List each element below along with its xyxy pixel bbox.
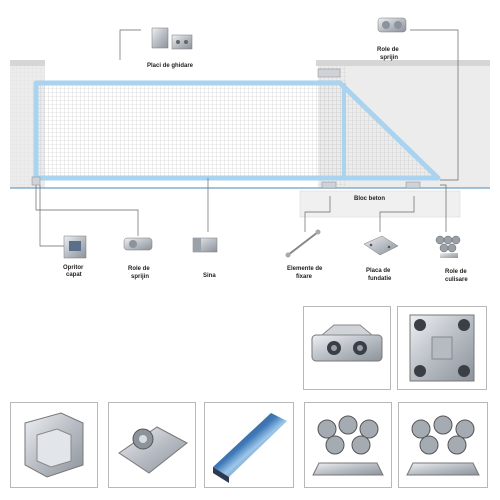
thumb-roller-plate (397, 306, 487, 390)
label-end-stop-line2: capat (66, 272, 82, 278)
callout-lines (35, 29, 459, 247)
label-support-rollers-top-line1: Role de (377, 47, 399, 53)
label-fixing-elements-line2: fixare (296, 274, 313, 280)
thumb-support-roller (108, 402, 196, 488)
gate-panel (33, 80, 441, 181)
thumb-sliding-rollers-2 (398, 402, 488, 488)
label-end-stop-line1: Opritor (63, 265, 84, 271)
label-sliding-rollers-line1: Role de (445, 269, 467, 275)
label-foundation-plate-line2: fundatie (368, 276, 392, 282)
label-support-rollers-top-line2: sprijin (380, 55, 398, 61)
thumb-end-stop (10, 402, 98, 488)
rail-icon (192, 237, 218, 253)
fixing-elements-icon (285, 229, 321, 258)
support-rollers-icon (123, 237, 153, 251)
thumb-rail (204, 402, 294, 488)
label-fixing-elements-line1: Elemente de (287, 266, 323, 272)
label-sliding-rollers-line2: culisare (445, 277, 468, 283)
thumb-sliding-rollers-1 (304, 402, 392, 488)
thumb-guide-roller-bracket (303, 306, 391, 390)
foundation-plate-icon (363, 235, 399, 256)
label-support-rollers-line2: sprijin (131, 274, 149, 280)
end-stop-icon (63, 235, 87, 259)
guide-plates-icon (151, 27, 193, 50)
label-support-rollers-line1: Role de (128, 266, 150, 272)
sliding-rollers-icon (435, 235, 461, 258)
support-rollers-top-icon (377, 17, 407, 33)
label-guide-plates: Placi de ghidare (147, 63, 194, 69)
label-foundation-plate-line1: Placa de (366, 268, 391, 274)
label-rail: Sina (203, 273, 216, 279)
label-concrete-block: Bloc beton (354, 196, 385, 202)
